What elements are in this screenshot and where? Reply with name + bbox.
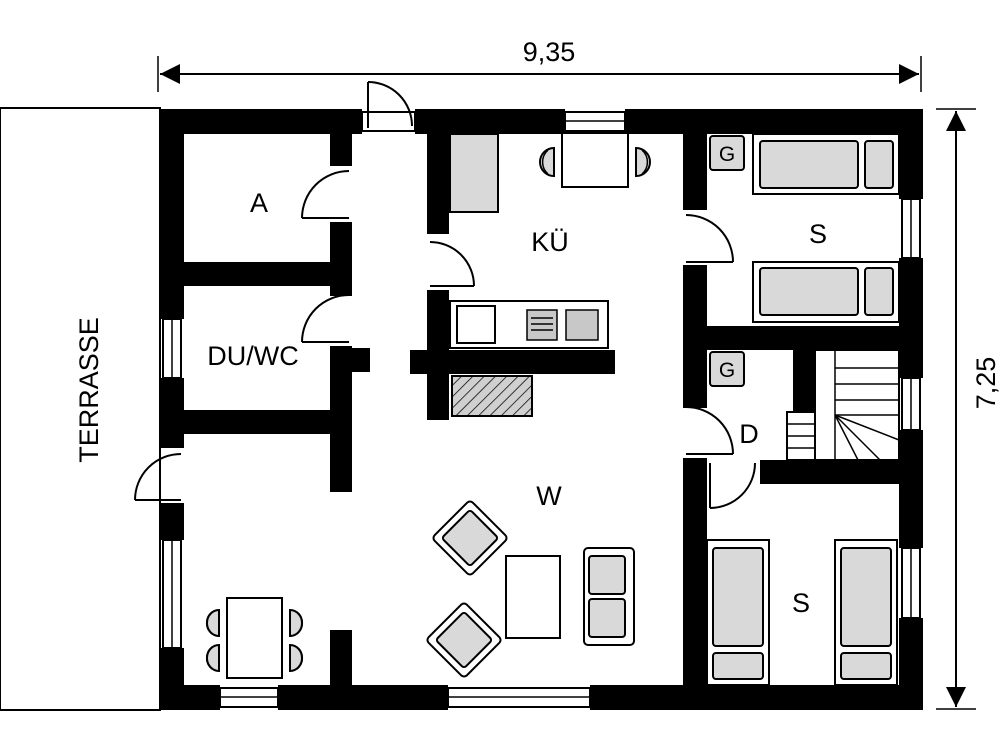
terrace-label: TERRASSE — [74, 317, 104, 463]
hatched-counter — [451, 375, 533, 417]
height-dimension: 7,25 — [936, 108, 1000, 710]
terrace-area — [0, 107, 161, 711]
room-label-storage: A — [250, 188, 268, 218]
bedroom-top-beds — [752, 133, 900, 323]
room-label-hallway: D — [739, 419, 759, 449]
width-dimension-label: 9,35 — [523, 37, 576, 67]
svg-text:G: G — [719, 359, 735, 382]
width-dimension: 9,35 — [157, 37, 922, 92]
g-marker-hallway: G — [709, 351, 745, 387]
g-marker-top: G — [709, 135, 745, 171]
doors — [134, 81, 756, 509]
room-label-bedroom-bottom: S — [792, 588, 810, 618]
bedroom-bottom-beds — [706, 539, 898, 686]
kitchen-table — [561, 132, 629, 188]
room-label-bathroom: DU/WC — [207, 341, 298, 371]
dining-table — [226, 597, 283, 679]
room-label-bedroom-top: S — [809, 219, 827, 249]
room-label-kitchen: KÜ — [531, 227, 569, 257]
living-furniture — [426, 500, 635, 678]
windows — [162, 111, 921, 708]
kitchen-furniture — [449, 132, 651, 417]
height-dimension-label: 7,25 — [971, 357, 1000, 410]
svg-text:G: G — [719, 143, 735, 166]
coffee-table — [505, 555, 561, 639]
staircase — [786, 349, 900, 461]
walls — [160, 109, 923, 710]
room-label-living: W — [536, 481, 562, 511]
dining-set — [205, 597, 304, 679]
